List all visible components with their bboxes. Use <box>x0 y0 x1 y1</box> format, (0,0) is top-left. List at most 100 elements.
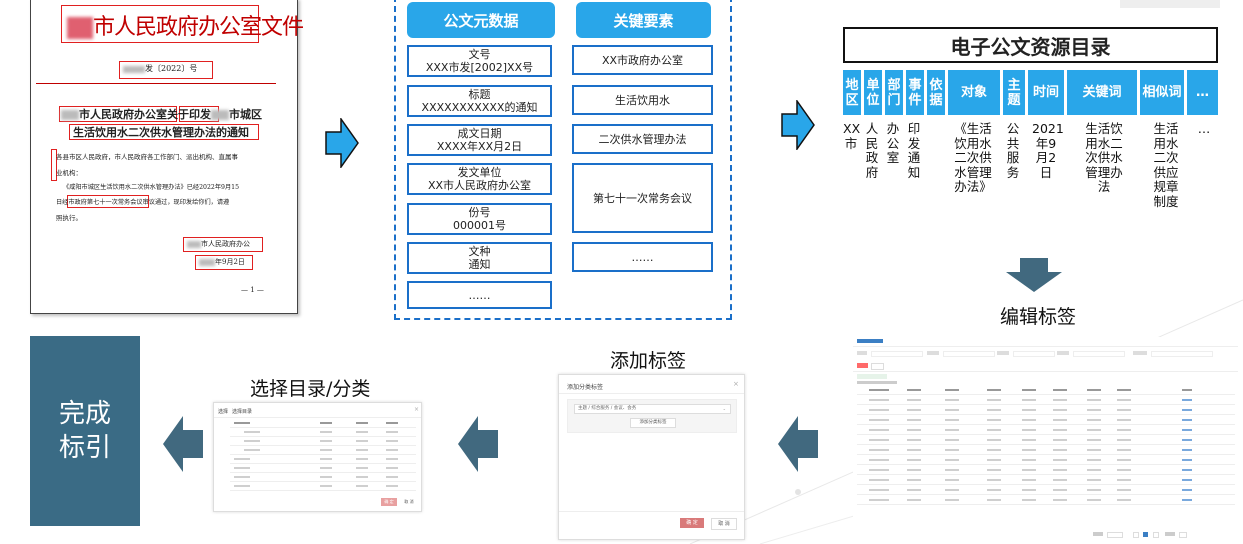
tag-table-row-divider <box>857 424 1235 425</box>
tag-table-cell <box>1087 429 1101 431</box>
done-label: 完成标引 <box>58 399 111 463</box>
cell-time: 2021年9月2日 <box>1032 121 1064 180</box>
step-add-tags: 添加标签 <box>610 350 687 372</box>
close-icon[interactable]: × <box>733 380 739 388</box>
filter-row <box>857 351 1233 357</box>
catalog-cell <box>386 440 398 442</box>
tag-table-cell[interactable] <box>1182 459 1192 461</box>
select-catalog-dialog: 选择 选择目录 × 确 定 取 消 <box>213 402 422 512</box>
tag-table-cell <box>869 419 889 421</box>
tag-table-cell <box>869 409 889 411</box>
catalog-row-divider <box>230 436 416 437</box>
tag-table-cell <box>1117 409 1131 411</box>
catalog-cell <box>320 467 332 469</box>
query-button[interactable] <box>857 363 868 368</box>
chevron-down-icon: ⌄ <box>722 406 726 411</box>
tag-table-cell <box>1053 489 1067 491</box>
catalog-title: 电子公文资源目录 <box>843 27 1218 63</box>
catalog-cell <box>386 449 398 451</box>
tag-table-cell <box>1022 489 1036 491</box>
add-tag-button[interactable]: 添加分类标签 <box>630 418 676 428</box>
catalog-cell <box>320 431 332 433</box>
category-select[interactable]: 主题 / 综合服务 / 会议、会务 ⌄ <box>574 404 731 414</box>
catalog-cell <box>386 476 398 478</box>
tag-table-header-cell <box>1053 389 1067 391</box>
arrow-right-icon <box>781 100 815 150</box>
col-object: 对象 <box>948 70 1000 115</box>
tag-table-cell <box>1053 439 1067 441</box>
meta-item-doc-type: 文种通知 <box>407 242 552 274</box>
tag-table-cell[interactable] <box>1182 449 1192 451</box>
sign-org: 市人民政府办公 <box>187 239 250 249</box>
tag-table-cell <box>869 429 889 431</box>
arrow-left-icon <box>163 416 203 472</box>
catalog-row-divider <box>230 490 416 491</box>
ok-button[interactable]: 确 定 <box>381 498 397 506</box>
tag-table-cell[interactable] <box>1182 469 1192 471</box>
tag-table-header-cell <box>907 389 921 391</box>
tag-table-cell <box>1053 429 1067 431</box>
tag-table-cell <box>1022 409 1036 411</box>
meeting-highlight <box>67 195 149 208</box>
tag-table-cell[interactable] <box>1182 499 1192 501</box>
tag-table-cell <box>869 499 889 501</box>
tag-table-cell <box>869 479 889 481</box>
tag-table-cell <box>907 399 921 401</box>
tag-table-cell <box>869 449 889 451</box>
tag-table-cell <box>1117 439 1131 441</box>
tag-table-cell[interactable] <box>1182 409 1192 411</box>
tag-table-cell <box>1022 399 1036 401</box>
tag-table-cell <box>907 439 921 441</box>
pagination[interactable] <box>1093 532 1233 538</box>
tag-table-cell[interactable] <box>1182 429 1192 431</box>
tag-table-cell[interactable] <box>1182 489 1192 491</box>
meta-item-more: …… <box>407 281 552 309</box>
step-select-catalog: 选择目录/分类 <box>250 378 371 400</box>
tag-table-cell <box>1087 459 1101 461</box>
tag-table-cell <box>1117 499 1131 501</box>
tag-table-cell <box>987 469 1001 471</box>
cell-topic: 公共服务 <box>1006 121 1020 180</box>
tag-table-cell <box>1117 449 1131 451</box>
key-elements-header: 关键要素 <box>576 2 711 38</box>
catalog-cell <box>320 476 332 478</box>
tag-table-cell <box>1087 489 1101 491</box>
tag-table-cell <box>945 439 959 441</box>
tag-table-cell <box>1053 449 1067 451</box>
key-item-more: …… <box>572 242 713 272</box>
ok-button[interactable]: 确 定 <box>680 518 704 528</box>
tag-table-header-cell <box>1022 389 1036 391</box>
cell-object: 《生活饮用水二次供水管理办法》 <box>954 121 992 194</box>
cell-region: XX市 <box>843 121 861 151</box>
tag-table-header-cell <box>1182 389 1192 391</box>
catalog-cell <box>356 485 368 487</box>
cancel-button[interactable]: 取 消 <box>711 518 737 530</box>
sign-date-highlight <box>195 255 253 270</box>
subject-highlight <box>69 124 259 140</box>
tag-table-cell <box>987 439 1001 441</box>
close-icon[interactable]: × <box>414 406 420 413</box>
tag-table-cell <box>1053 469 1067 471</box>
catalog-cell <box>234 467 250 469</box>
tag-table-cell <box>987 489 1001 491</box>
tag-table-cell[interactable] <box>1182 419 1192 421</box>
tag-table-cell <box>1022 459 1036 461</box>
cancel-button[interactable]: 取 消 <box>404 499 414 504</box>
reset-button[interactable] <box>871 363 884 370</box>
tag-table-header-cell <box>987 389 1001 391</box>
recipient-highlight <box>51 149 57 181</box>
arrow-left-icon <box>458 416 498 472</box>
col-time: 时间 <box>1028 70 1064 115</box>
page-number: — 1 — <box>241 286 264 294</box>
catalog-cell <box>320 485 332 487</box>
add-tag-dialog: 添加分类标签 × 主题 / 综合服务 / 会议、会务 ⌄ 添加分类标签 确 定 … <box>558 374 745 540</box>
sign-date: 年9月2日 <box>199 257 245 267</box>
tag-table-cell[interactable] <box>1182 479 1192 481</box>
selection-info <box>857 381 897 384</box>
tag-table-cell[interactable] <box>1182 399 1192 401</box>
catalog-cell <box>356 476 368 478</box>
tag-table-cell[interactable] <box>1182 439 1192 441</box>
subject-line2: 生活饮用水二次供水管理办法的通知 <box>73 126 249 139</box>
tag-table-cell <box>1087 399 1101 401</box>
